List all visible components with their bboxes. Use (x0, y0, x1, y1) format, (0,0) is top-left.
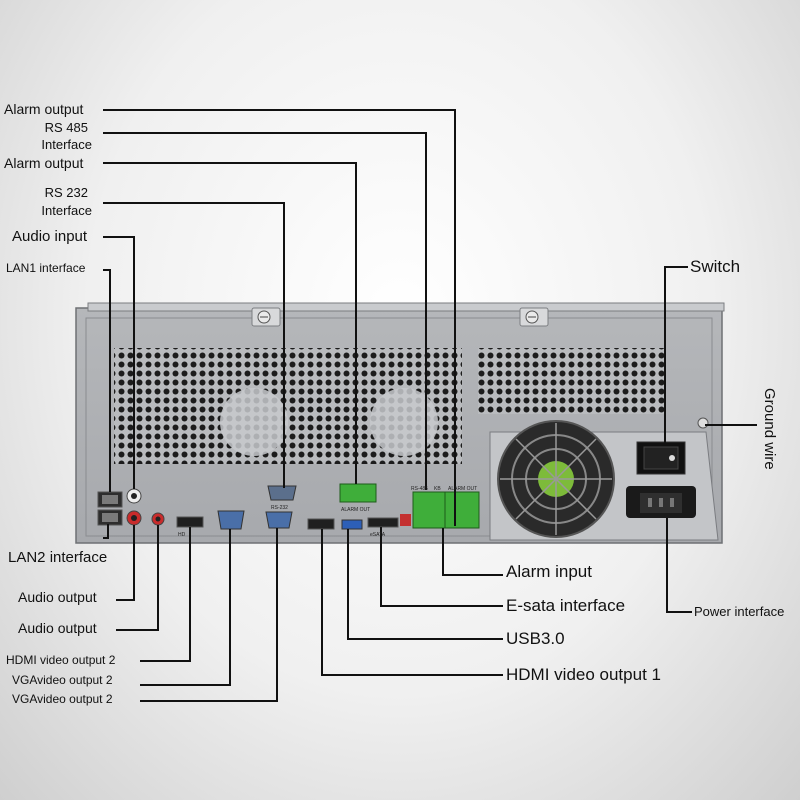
usb3-port (341, 519, 363, 530)
power-socket (626, 486, 696, 518)
label-audio-output-1: Audio output (18, 589, 97, 605)
label-esata: E-sata interface (506, 596, 626, 615)
leader-lines (103, 109, 757, 702)
label-hdmi-out-2: HDMI video output 2 (6, 653, 116, 667)
label-hdmi-out-1: HDMI video output 1 (506, 665, 661, 684)
label-audio-input: Audio input (12, 228, 88, 245)
alarm-out-terminal-block (339, 483, 377, 503)
screw-icon (251, 307, 281, 327)
panel-label-hd: HD (178, 532, 186, 538)
lan2-port (97, 509, 123, 526)
label-audio-output-2: Audio output (18, 620, 97, 636)
vga-port-2 (217, 510, 245, 530)
panel-label-alarm-out-right: ALARM OUT (448, 486, 477, 492)
label-lan1: LAN1 interface (6, 261, 86, 275)
hdmi-port-1 (307, 518, 335, 530)
power-supply (489, 420, 719, 541)
lan1-port (97, 491, 123, 508)
power-switch (636, 441, 686, 475)
dip-switch (400, 514, 411, 526)
label-vga-out-2b: VGAvideo output 2 (12, 692, 113, 706)
label-alarm-output-2: Alarm output (4, 155, 84, 171)
fan-guard (370, 388, 438, 456)
hdmi-port-2 (176, 516, 204, 528)
rs232-port (267, 485, 297, 501)
label-alarm-output-top: Alarm output (4, 101, 84, 117)
label-ground-wire: Ground wire (761, 388, 778, 470)
label-power-interface: Power interface (694, 604, 785, 619)
audio-input-jack (126, 488, 142, 504)
label-rs232-line2: Interface (41, 203, 92, 218)
label-rs232-line1: RS 232 (44, 185, 88, 200)
panel-label-rs485: RS-485 (411, 486, 428, 492)
panel-label-rs232: RS-232 (271, 505, 288, 511)
audio-output-jacks (126, 510, 165, 526)
label-lan2: LAN2 interface (8, 549, 108, 566)
label-rs485-line2: Interface (41, 137, 92, 152)
panel-label-esata: eSATA (370, 532, 386, 538)
esata-port (367, 517, 399, 528)
screw-icon (519, 307, 549, 327)
panel-label-alarm-out: ALARM OUT (341, 507, 370, 513)
label-vga-out-2a: VGAvideo output 2 (12, 673, 113, 687)
ground-screw-icon (697, 417, 709, 429)
rs485-terminal-block (412, 491, 446, 529)
vga-port-3 (265, 511, 293, 529)
label-usb3: USB3.0 (506, 629, 565, 648)
vent-grille-right (478, 348, 664, 414)
alarm-io-terminal-block (444, 491, 480, 529)
label-rs485-line1: RS 485 (44, 120, 88, 135)
label-switch: Switch (690, 257, 741, 276)
panel-label-kb: KB (434, 486, 441, 492)
label-alarm-input: Alarm input (506, 562, 592, 581)
fan-guard (220, 388, 288, 456)
